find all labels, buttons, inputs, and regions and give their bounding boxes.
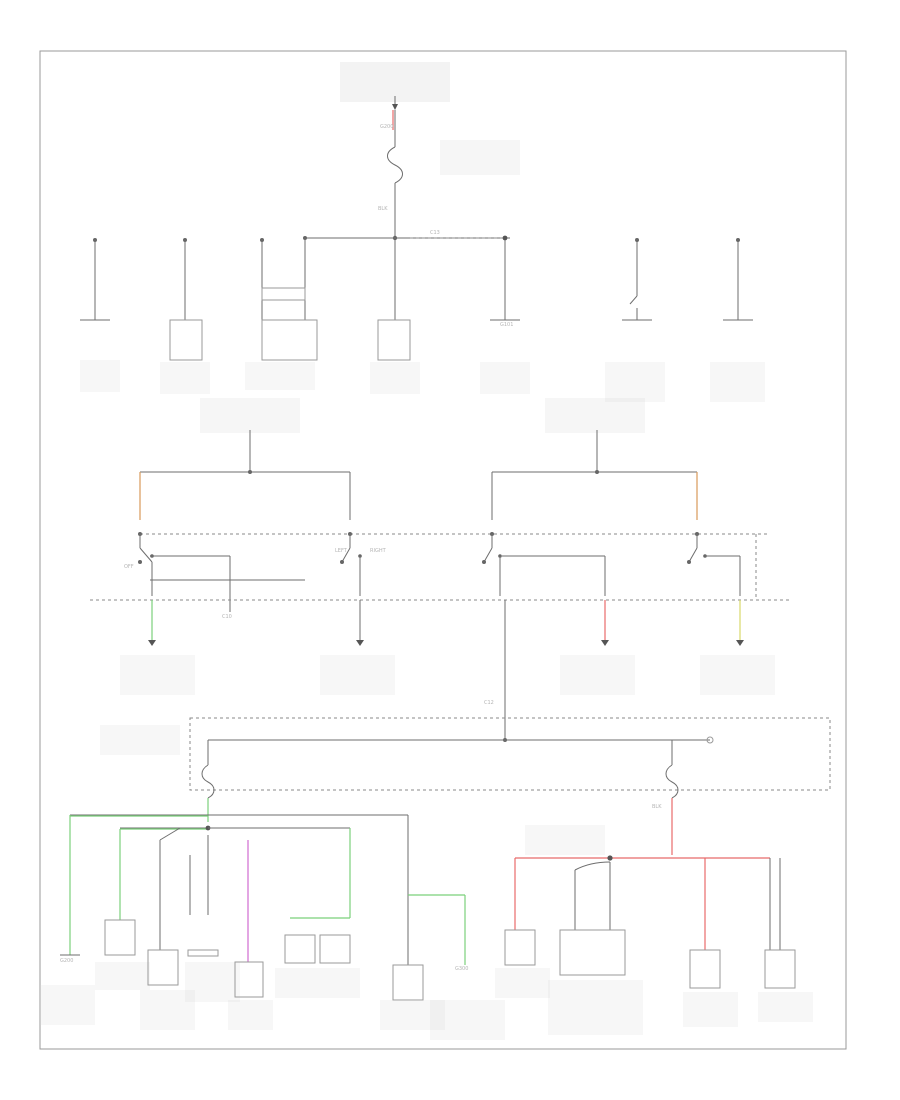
label-1: C13 xyxy=(430,230,440,236)
label-3: C12 xyxy=(484,700,494,706)
row1-components xyxy=(80,238,765,402)
bottom-left-distribution xyxy=(40,814,505,1040)
faint-labels: G200 C13 C10 C12 G101 G200 G300 LEFT RIG… xyxy=(60,124,662,972)
label-10: BLK xyxy=(378,206,388,212)
diagram-frame xyxy=(39,50,847,1050)
label-4: G101 xyxy=(500,322,513,328)
label-9: OFF xyxy=(124,564,134,570)
bottom-right-distribution xyxy=(495,825,813,1035)
label-6: G300 xyxy=(455,966,468,972)
junction-box xyxy=(100,717,831,855)
label-8: RIGHT xyxy=(370,548,387,554)
top-source-section xyxy=(303,62,520,241)
label-5: G200 xyxy=(60,958,73,964)
label-11: BLK xyxy=(652,804,662,810)
label-7: LEFT xyxy=(335,548,348,554)
switch-section xyxy=(90,398,790,742)
label-2: C10 xyxy=(222,614,232,620)
label-0: G200 xyxy=(380,124,393,130)
